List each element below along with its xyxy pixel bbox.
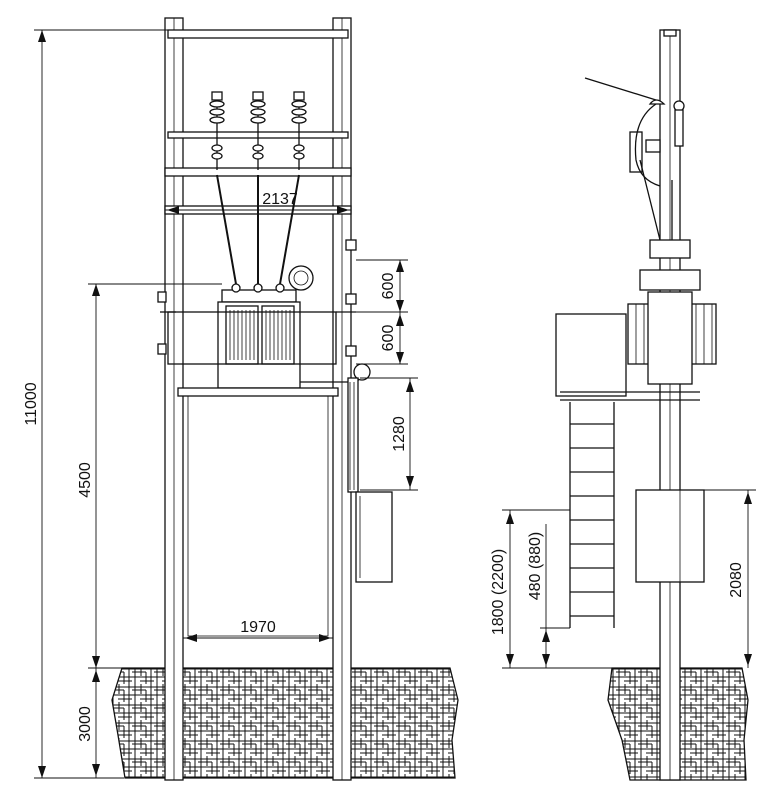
side-cabinet [635,489,705,583]
front-cabinet [300,363,393,583]
side-upper-apparatus [584,77,691,259]
front-transformer [217,265,314,389]
front-top-crossbar [167,29,349,39]
dim-transformer-level: 4500 [77,462,94,498]
dim-lower-spacing: 600 [380,325,397,352]
front-brackets [157,239,357,357]
dim-platform-height: 1800 (2200) [490,549,507,635]
dim-cabinet-drop: 1280 [391,416,408,452]
front-foundation [111,667,459,779]
side-transformer [627,269,717,385]
side-ladder [569,402,615,628]
side-platform [555,313,627,397]
dim-pole-spacing: 1970 [240,619,276,636]
side-dimensions: 1800 (2200) 480 (880) 2080 [490,489,756,669]
front-platform-frame [167,311,337,365]
dim-foundation-depth: 3000 [77,706,94,742]
front-insulators [209,91,307,170]
front-dimensions: 11000 4500 3000 2137 1970 600 600 [23,29,418,779]
front-view [111,17,459,781]
dim-cabinet-height: 2080 [728,562,745,598]
dim-total-height: 11000 [23,382,40,425]
side-view [555,29,749,781]
front-conductors [216,174,300,285]
dim-upper-spacing: 600 [380,273,397,300]
dim-step-height: 480 (880) [527,532,544,601]
dim-top-frame-width: 2137 [262,191,298,208]
